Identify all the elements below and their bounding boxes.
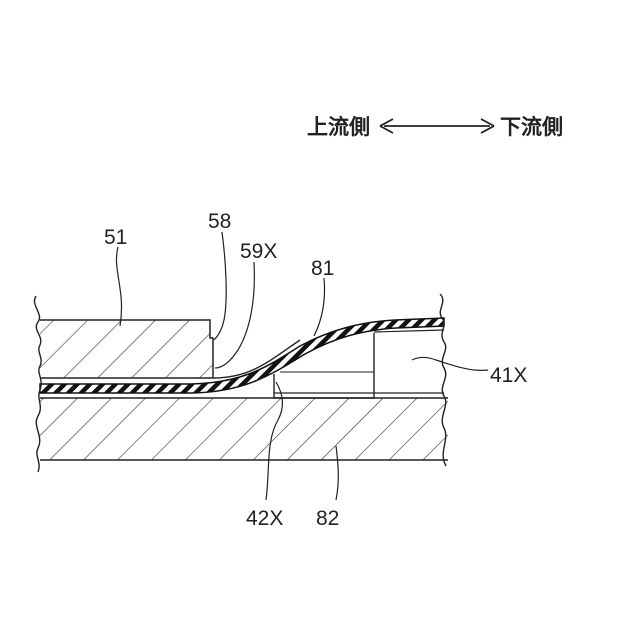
ref-label-58: 58 — [208, 210, 231, 233]
ref-label-59x: 59X — [240, 240, 277, 263]
upper-block-51 — [40, 320, 215, 380]
downstream-label: 下流側 — [500, 115, 563, 139]
upstream-label: 上流側 — [307, 115, 370, 139]
leader-81 — [314, 278, 325, 336]
ref-label-81: 81 — [311, 257, 334, 280]
leader-41x — [412, 357, 488, 370]
leader-59x — [215, 262, 254, 368]
double-arrow-icon — [380, 119, 494, 133]
base-member-82 — [40, 398, 448, 460]
leader-58 — [214, 232, 226, 340]
leader-51 — [116, 247, 121, 326]
ref-label-51: 51 — [104, 226, 127, 249]
ref-label-41x: 41X — [490, 364, 527, 387]
ref-label-82: 82 — [316, 507, 339, 530]
ref-label-42x: 42X — [246, 507, 283, 530]
